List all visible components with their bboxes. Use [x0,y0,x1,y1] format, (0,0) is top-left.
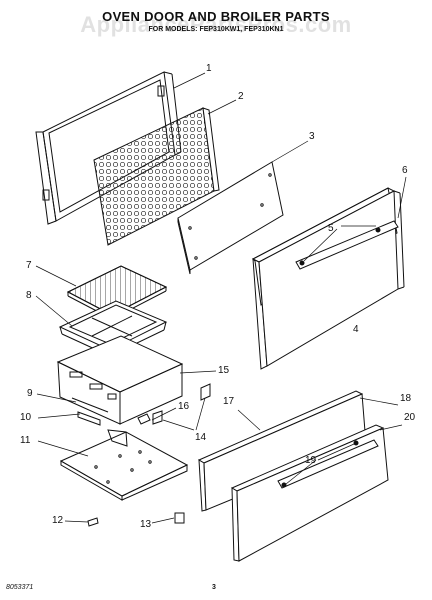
bracket-upper-part [201,384,210,400]
page-title: OVEN DOOR AND BROILER PARTS [102,9,330,24]
callout-11: 11 [20,435,31,446]
broiler-door-outer-part [232,425,388,561]
broiler-grid-part [68,266,166,319]
callout-2: 2 [238,91,244,102]
clip-part [78,412,100,425]
clip-13-part [175,513,184,523]
broiler-drawer-part [58,336,182,424]
callout-3: 3 [309,131,315,142]
insulation-panel-part [94,108,219,245]
callout-6: 6 [402,165,408,176]
callout-4: 4 [353,324,359,335]
callout-19: 19 [305,455,317,466]
callout-16: 16 [178,401,190,412]
small-clip-part [138,414,150,424]
inner-panel-part [178,162,283,274]
screw-part [88,518,98,526]
door-handle-part [296,221,398,269]
document-number: 8053371 [6,584,34,591]
heat-shield-part [61,430,187,500]
callout-10: 10 [20,412,32,423]
callout-12: 12 [52,515,64,526]
rail-part [72,398,108,412]
page-number: 3 [212,584,216,591]
callout-15: 15 [218,365,230,376]
callout-14: 14 [195,432,207,443]
model-subtitle: FOR MODELS: FEP310KW1, FEP310KN1 [148,26,284,33]
callout-17: 17 [223,396,235,407]
callout-18: 18 [400,393,412,404]
callout-13: 13 [140,519,152,530]
callout-9: 9 [27,388,33,399]
callout-7: 7 [26,260,32,271]
callout-20: 20 [404,412,416,423]
callout-5: 5 [328,223,334,234]
callout-1: 1 [206,63,212,74]
callout-8: 8 [26,290,32,301]
